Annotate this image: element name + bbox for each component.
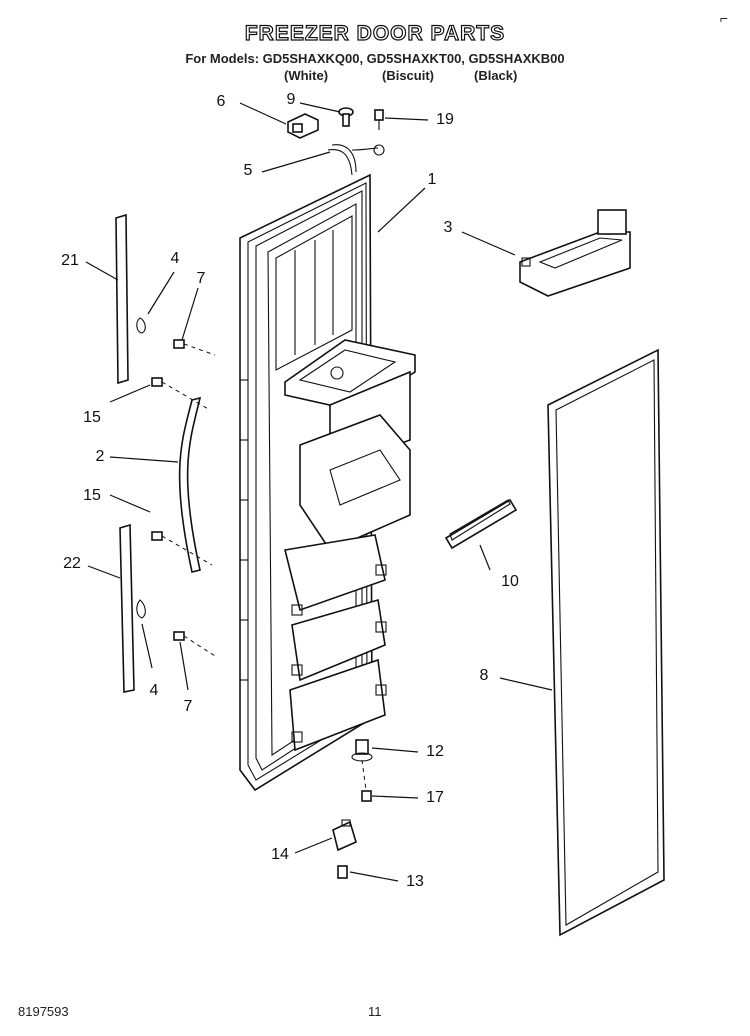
trim-strip-upper — [115, 213, 129, 385]
doc-number: 8197593 — [18, 1004, 69, 1019]
wire-harness — [327, 144, 379, 176]
callout-2: 2 — [95, 448, 105, 465]
callout-14: 14 — [271, 846, 289, 863]
clip-lower — [136, 599, 146, 619]
screw-part-15-upper — [151, 377, 211, 411]
callout-9: 9 — [286, 91, 296, 108]
callout-22: 22 — [63, 555, 81, 572]
door-handle — [178, 396, 202, 573]
hinge-pin — [351, 739, 373, 791]
callout-6: 6 — [216, 93, 226, 110]
callout-15-upper: 15 — [83, 409, 101, 426]
screw-part-13 — [337, 865, 348, 879]
variant-biscuit: (Biscuit) — [382, 68, 434, 83]
callout-5: 5 — [243, 162, 253, 179]
variant-black: (Black) — [474, 68, 518, 83]
callout-19: 19 — [436, 111, 454, 128]
trim-strip-lower — [119, 523, 135, 693]
callout-8: 8 — [479, 667, 489, 684]
callout-1: 1 — [427, 171, 437, 188]
callout-4-lower: 4 — [149, 682, 159, 699]
callout-13: 13 — [406, 873, 424, 890]
page-title: FREEZER DOOR PARTS — [244, 21, 506, 45]
callout-10: 10 — [501, 573, 519, 590]
callout-7-upper: 7 — [196, 270, 206, 287]
strip-part-10 — [444, 498, 518, 550]
door-gasket — [547, 348, 665, 937]
door-bin-part — [519, 209, 631, 297]
variant-white: (White) — [284, 68, 329, 83]
callout-4-upper: 4 — [170, 250, 180, 267]
screw-part-7-lower — [173, 631, 216, 657]
screw-part-17 — [361, 790, 372, 802]
callout-21: 21 — [61, 252, 79, 269]
clip-upper — [136, 317, 146, 334]
callout-7-lower: 7 — [183, 698, 193, 715]
screw-part-19 — [373, 109, 385, 156]
screw-part-9 — [338, 107, 354, 127]
switch-part — [287, 113, 319, 139]
leader-lines — [85, 102, 553, 882]
lower-hinge — [332, 819, 357, 852]
screw-part-15-lower — [151, 531, 213, 566]
callout-17: 17 — [426, 789, 444, 806]
callout-3: 3 — [443, 219, 453, 236]
corner-mark: ⌐ — [719, 10, 728, 26]
page-number: 11 — [368, 1004, 382, 1019]
door-panel — [239, 173, 416, 792]
models-line: For Models: GD5SHAXKQ00, GD5SHAXKT00, GD… — [185, 51, 565, 66]
callout-12: 12 — [426, 743, 444, 760]
screw-part-7-upper — [173, 339, 216, 356]
callout-15-lower: 15 — [83, 487, 101, 504]
